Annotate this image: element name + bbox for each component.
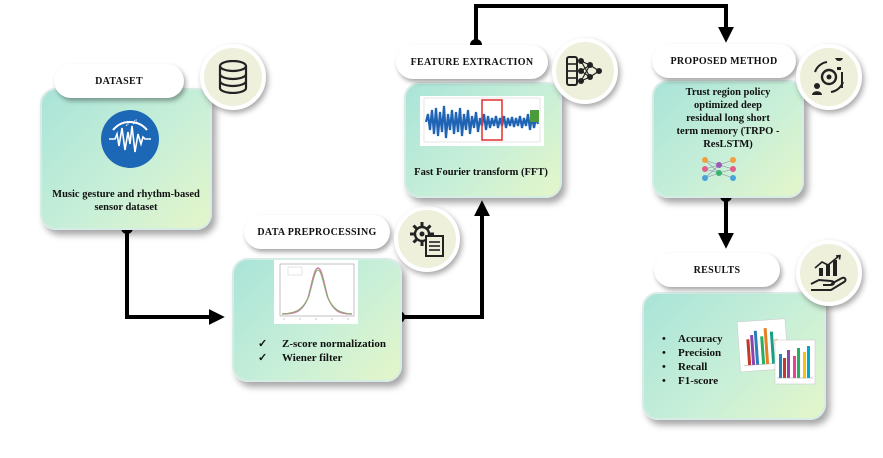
fft-waveform-thumbnail — [420, 96, 544, 146]
idea-gear-icon — [796, 44, 862, 110]
preprocessing-list: ✓Z-score normalization ✓Wiener filter — [258, 337, 386, 365]
music-wave-icon: ♪ ♫ — [101, 110, 159, 168]
neural-network-icon — [552, 38, 618, 104]
gaussian-plot-thumbnail — [274, 260, 358, 324]
check-icon: ✓ — [258, 338, 268, 350]
list-item: ✓Wiener filter — [258, 352, 343, 364]
list-item: •Precision — [662, 347, 722, 359]
bullet-icon: • — [662, 347, 666, 359]
proposed-method-caption: Trust region policy optimized deep resid… — [676, 87, 780, 150]
preprocessing-title: DATA PREPROCESSING — [244, 215, 390, 249]
arrow-dataset-to-preprocessing — [121, 222, 225, 325]
list-item: •Accuracy — [662, 333, 723, 345]
dataset-title: DATASET — [54, 64, 184, 98]
results-charts-thumbnail — [736, 318, 817, 388]
list-item: •Recall — [662, 361, 708, 373]
bullet-icon: • — [662, 375, 666, 387]
proposed-method-title: PROPOSED METHOD — [652, 44, 796, 78]
proposed-method-card — [652, 80, 804, 198]
growth-chart-hand-icon — [796, 240, 862, 306]
svg-text:♪: ♪ — [125, 118, 130, 128]
database-icon — [200, 44, 266, 110]
bullet-icon: • — [662, 333, 666, 345]
feature-extraction-caption: Fast Fourier transform (FFT) — [414, 167, 548, 178]
check-icon: ✓ — [258, 352, 268, 364]
feature-extraction-title: FEATURE EXTRACTION — [396, 45, 548, 79]
list-item: •F1-score — [662, 375, 719, 387]
dataset-caption: Music gesture and rhythm-based sensor da… — [52, 189, 200, 213]
results-title: RESULTS — [654, 253, 780, 287]
lstm-network-icon — [699, 156, 739, 182]
results-list: •Accuracy •Precision •Recall •F1-score — [662, 332, 723, 388]
bullet-icon: • — [662, 361, 666, 373]
arrow-method-to-results — [718, 190, 734, 249]
gear-document-icon — [394, 206, 460, 272]
list-item: ✓Z-score normalization — [258, 338, 386, 350]
svg-text:♫: ♫ — [132, 117, 138, 126]
